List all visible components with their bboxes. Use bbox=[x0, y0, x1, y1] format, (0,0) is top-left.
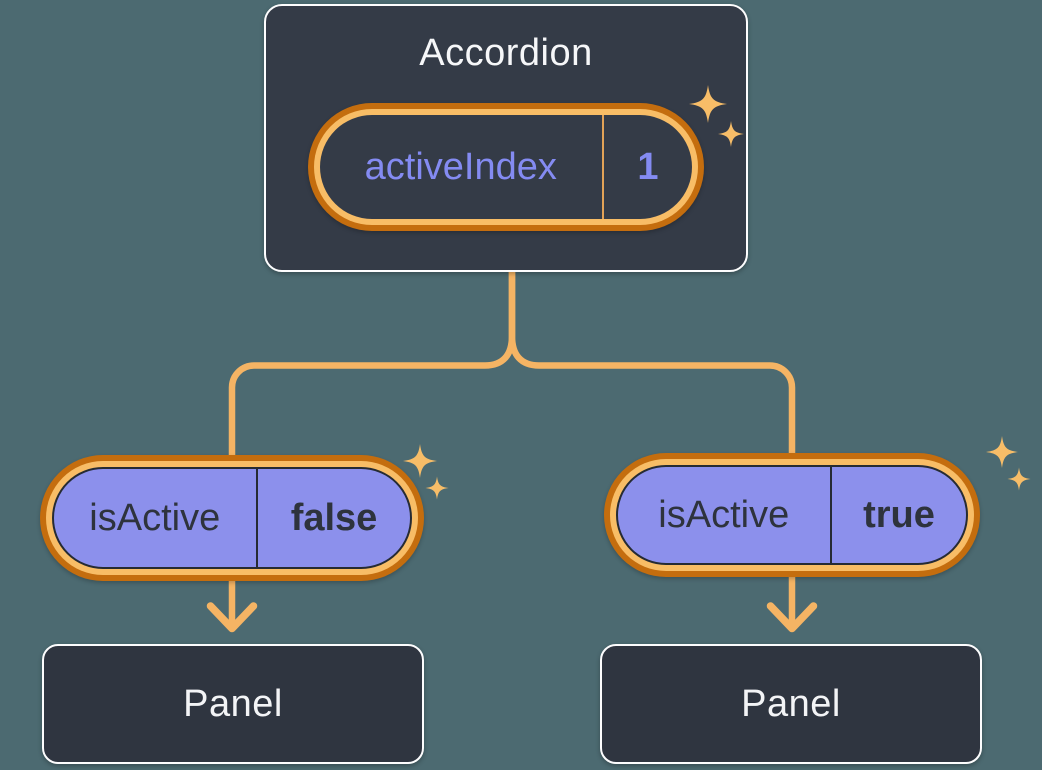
panel-box-left: Panel bbox=[42, 644, 424, 764]
panel-box-right: Panel bbox=[600, 644, 982, 764]
accordion-title: Accordion bbox=[419, 32, 593, 74]
state-pill-divider bbox=[601, 115, 604, 219]
prop-pill-value: false bbox=[290, 496, 378, 539]
prop-pill-content: isActive false bbox=[52, 467, 412, 569]
panel-label: Panel bbox=[741, 682, 841, 725]
prop-pill-label: isActive bbox=[89, 496, 221, 539]
state-pill-value: 1 bbox=[637, 145, 659, 188]
prop-pill-content: isActive true bbox=[616, 465, 968, 565]
prop-pill-ring: isActive false bbox=[46, 461, 418, 575]
state-pill-content: activeIndex 1 bbox=[320, 115, 692, 219]
prop-pill-value: true bbox=[863, 493, 935, 536]
state-pill-ring: activeIndex 1 bbox=[314, 109, 698, 225]
prop-pill-ring: isActive true bbox=[610, 459, 974, 571]
state-pill-label: activeIndex bbox=[364, 145, 557, 188]
prop-pill-label: isActive bbox=[658, 493, 790, 536]
panel-label: Panel bbox=[183, 682, 283, 725]
prop-pill-divider bbox=[255, 469, 258, 567]
state-pill-active-index: activeIndex 1 bbox=[308, 103, 704, 231]
accordion-box: Accordion activeIndex 1 bbox=[264, 4, 748, 272]
prop-pill-is-active-false: isActive false bbox=[40, 455, 424, 581]
prop-pill-is-active-true: isActive true bbox=[604, 453, 980, 577]
prop-pill-divider bbox=[829, 467, 832, 563]
